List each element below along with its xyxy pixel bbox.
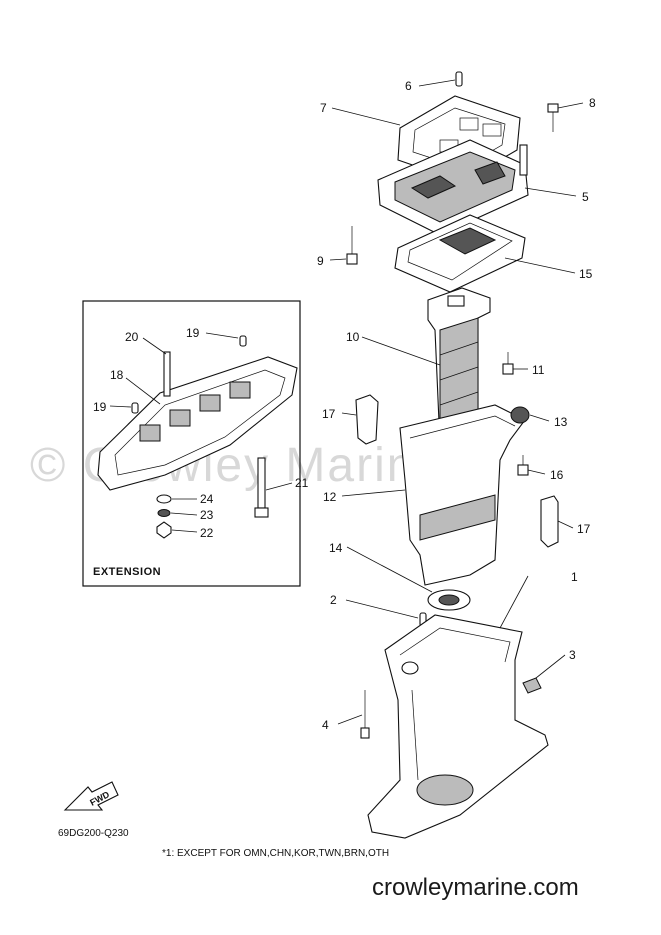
part-20-stud[interactable] — [163, 351, 171, 397]
callout-18: 18 — [110, 368, 124, 382]
callout-numbers: 1 2 3 4 5 6 7 8 9 10 11 12 13 14 15 16 1… — [93, 79, 596, 732]
leader-lines — [109, 79, 584, 725]
part-13-grommet[interactable] — [510, 406, 530, 424]
part-3-clip[interactable] — [522, 677, 542, 694]
callout-11: 11 — [532, 363, 545, 377]
part-9-bolt[interactable] — [346, 226, 358, 265]
part-19-dowel-upper[interactable] — [239, 335, 247, 347]
callout-2: 2 — [330, 593, 337, 607]
extension-inset-frame — [82, 300, 301, 587]
callout-16: 16 — [550, 468, 564, 482]
callout-24: 24 — [200, 492, 214, 506]
callout-10: 10 — [346, 330, 360, 344]
callout-5: 5 — [582, 190, 589, 204]
part-11-bolt[interactable] — [502, 352, 514, 375]
part-19-dowel-lower[interactable] — [131, 402, 139, 414]
part-21-long-bolt[interactable] — [254, 457, 269, 518]
extension-inset-label: EXTENSION — [93, 566, 162, 578]
callout-4: 4 — [322, 718, 329, 732]
callout-13: 13 — [554, 415, 568, 429]
callout-3: 3 — [569, 648, 576, 662]
callout-20: 20 — [125, 330, 139, 344]
callout-21: 21 — [295, 476, 309, 490]
part-17-cover-left[interactable] — [355, 394, 379, 445]
part-15-gasket[interactable] — [394, 214, 526, 293]
callout-19-lower: 19 — [93, 400, 107, 414]
callout-17-left: 17 — [322, 407, 336, 421]
part-4-stud-bolt[interactable] — [360, 690, 370, 739]
callout-12: 12 — [323, 490, 337, 504]
part-16-bolt[interactable] — [517, 455, 529, 476]
part-22-nut[interactable] — [156, 521, 172, 539]
part-14-seal[interactable] — [427, 589, 471, 611]
part-18-extension-plate[interactable] — [97, 356, 298, 491]
part-24-washer[interactable] — [156, 494, 172, 504]
fwd-arrow-icon: FWD — [63, 781, 119, 811]
callout-8: 8 — [589, 96, 596, 110]
part-6-dowel[interactable] — [455, 71, 463, 87]
part-10-exhaust-manifold[interactable] — [427, 287, 491, 446]
part-12-upper-casing[interactable] — [399, 404, 526, 586]
callout-7: 7 — [320, 101, 327, 115]
part-17-cover-right[interactable] — [540, 495, 559, 548]
part-5-exhaust-guide[interactable] — [377, 139, 529, 236]
callout-14: 14 — [329, 541, 343, 555]
callout-15: 15 — [579, 267, 593, 281]
callout-9: 9 — [317, 254, 324, 268]
callout-19-upper: 19 — [186, 326, 200, 340]
part-8-bolt[interactable] — [547, 103, 559, 132]
diagram-code: 69DG200-Q230 — [58, 828, 129, 839]
site-name: crowleymarine.com — [372, 874, 579, 901]
callout-22: 22 — [200, 526, 214, 540]
callout-6: 6 — [405, 79, 412, 93]
part-1-lower-casing[interactable] — [367, 614, 549, 839]
callout-17-right: 17 — [577, 522, 591, 536]
callout-23: 23 — [200, 508, 214, 522]
part-23-lock-washer[interactable] — [157, 509, 171, 517]
callout-1: 1 — [571, 570, 578, 584]
footnote: *1: EXCEPT FOR OMN,CHN,KOR,TWN,BRN,OTH — [162, 848, 390, 859]
